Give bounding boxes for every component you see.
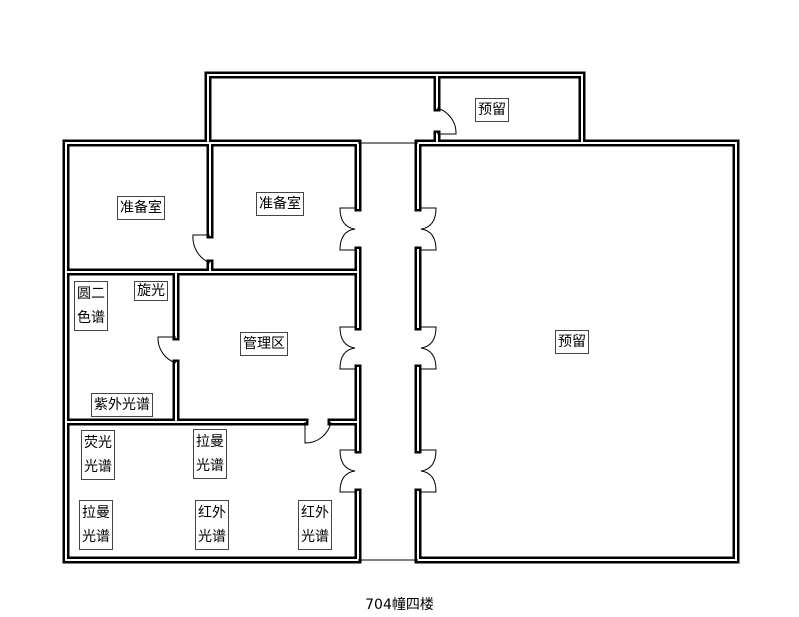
door (192, 234, 211, 264)
instrument-fluorescence: 荧光光谱 (81, 430, 115, 480)
instrument-cd: 圆二色谱 (74, 281, 108, 331)
room-label-prep-room-1: 准备室 (117, 196, 165, 220)
room-label-management: 管理区 (240, 332, 288, 356)
door (157, 336, 177, 364)
door (339, 449, 356, 493)
floor-caption: 704幢四楼 (365, 597, 434, 613)
door (304, 421, 332, 444)
instrument-ir-1: 红外光谱 (195, 500, 229, 550)
room-label-prep-room-2: 准备室 (256, 192, 304, 216)
instrument-raman-2: 拉曼光谱 (79, 500, 113, 550)
door (339, 207, 356, 251)
room-label-reserved-small: 预留 (475, 98, 509, 122)
instrument-uv: 紫外光谱 (91, 393, 153, 417)
door (436, 107, 457, 135)
door (420, 207, 437, 251)
room-label-reserved-large: 预留 (555, 330, 589, 354)
door (420, 449, 437, 493)
instrument-raman-1: 拉曼光谱 (193, 429, 227, 479)
door (420, 326, 437, 370)
instrument-optical-rotation: 旋光 (134, 281, 168, 301)
door (339, 326, 356, 370)
instrument-ir-2: 红外光谱 (298, 500, 332, 550)
